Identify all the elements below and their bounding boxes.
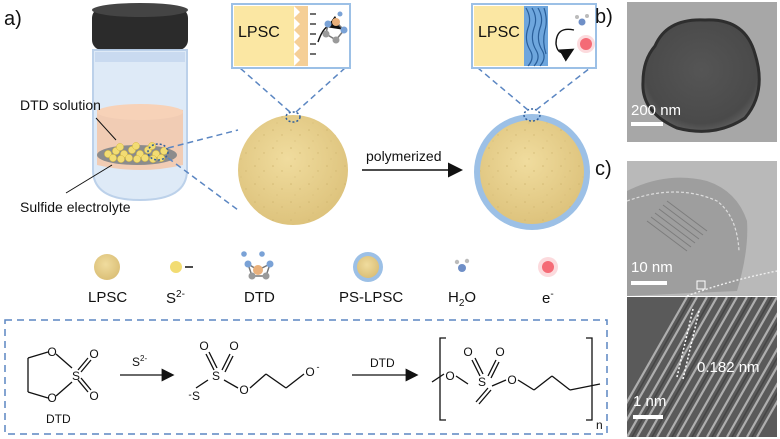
svg-text:S: S — [212, 369, 220, 383]
legend-s2-icon — [170, 261, 193, 273]
electrolyte-particles — [104, 142, 168, 163]
polymerized-label: polymerized — [366, 148, 442, 164]
svg-text:O: O — [239, 383, 248, 397]
panel-c-label: c) — [595, 158, 612, 180]
inset-left-lpsc-label: LPSC — [238, 24, 280, 41]
legend-dtd-icon — [241, 251, 274, 280]
legend-icons — [94, 251, 558, 282]
reaction-box — [4, 319, 608, 435]
sulfide-electrolyte-label: Sulfide electrolyte — [20, 199, 131, 215]
zoom-circle-left — [285, 111, 301, 123]
reaction-dtd-arrow-label: DTD — [370, 356, 395, 370]
dtd-molecule-label: DTD — [46, 412, 71, 426]
ps-lpsc-sphere — [474, 114, 590, 230]
inset-right — [471, 3, 597, 69]
scalebar-b: 200 nm — [631, 102, 682, 119]
scalebar-c-top: 10 nm — [631, 259, 673, 276]
dtd-solution-label: DTD solution — [20, 97, 101, 113]
legend-ps-lpsc-icon — [353, 252, 383, 282]
reaction-scheme: O O S O O S O O O - S O - O S O O O — [4, 319, 608, 435]
zoom-circle-jar — [147, 143, 169, 161]
polymer-n-label: n — [596, 418, 603, 432]
legend-h2o-icon — [454, 258, 470, 272]
svg-text:O: O — [47, 391, 56, 405]
svg-text:O: O — [89, 347, 98, 361]
legend-s2-label: S2- — [166, 289, 185, 307]
panel-a-schematic — [65, 3, 597, 230]
svg-text:O: O — [229, 339, 238, 353]
svg-text:S: S — [72, 369, 80, 383]
tem-image-b: 200 nm — [627, 2, 777, 142]
svg-text:O: O — [89, 389, 98, 403]
svg-text:S: S — [192, 389, 200, 403]
panel-a-label: a) — [4, 8, 22, 30]
svg-text:O: O — [463, 345, 472, 359]
svg-text:-: - — [188, 390, 191, 401]
legend-lpsc-icon — [94, 254, 120, 280]
d-spacing-label: 0.182 nm — [697, 359, 760, 376]
svg-text:O: O — [445, 369, 454, 383]
panel-b-label: b) — [595, 6, 613, 28]
legend-lpsc-label: LPSC — [88, 289, 128, 306]
zoom-circle-right — [523, 108, 541, 122]
legend-dtd-label: DTD — [244, 289, 275, 306]
svg-text:-: - — [317, 362, 320, 372]
reaction-s2-label: S2- — [132, 354, 148, 369]
tem-image-c-top: 10 nm — [627, 161, 777, 296]
jar-lid — [92, 8, 188, 50]
svg-text:O: O — [495, 345, 504, 359]
particle-outline — [641, 18, 761, 133]
dtd-structure — [27, 351, 92, 399]
svg-text:O: O — [47, 345, 56, 359]
scalebar-c-bottom: 1 nm — [633, 393, 667, 410]
intermediate-structure — [195, 351, 305, 389]
jar — [92, 3, 188, 202]
svg-text:O: O — [199, 339, 208, 353]
inset-right-lpsc-label: LPSC — [478, 24, 520, 41]
legend-electron-label: e- — [542, 289, 554, 307]
svg-text:O: O — [305, 365, 314, 379]
legend-ps-lpsc-label: PS-LPSC — [339, 289, 404, 306]
polymer-structure — [431, 337, 601, 421]
lpsc-sphere — [238, 115, 348, 225]
inset-left — [231, 3, 351, 69]
legend-electron-icon — [538, 257, 558, 277]
legend-h2o-label: H2O — [448, 289, 477, 309]
svg-text:O: O — [507, 373, 516, 387]
tem-image-c-bottom: 0.182 nm 1 nm — [627, 297, 777, 437]
svg-text:S: S — [478, 375, 486, 389]
